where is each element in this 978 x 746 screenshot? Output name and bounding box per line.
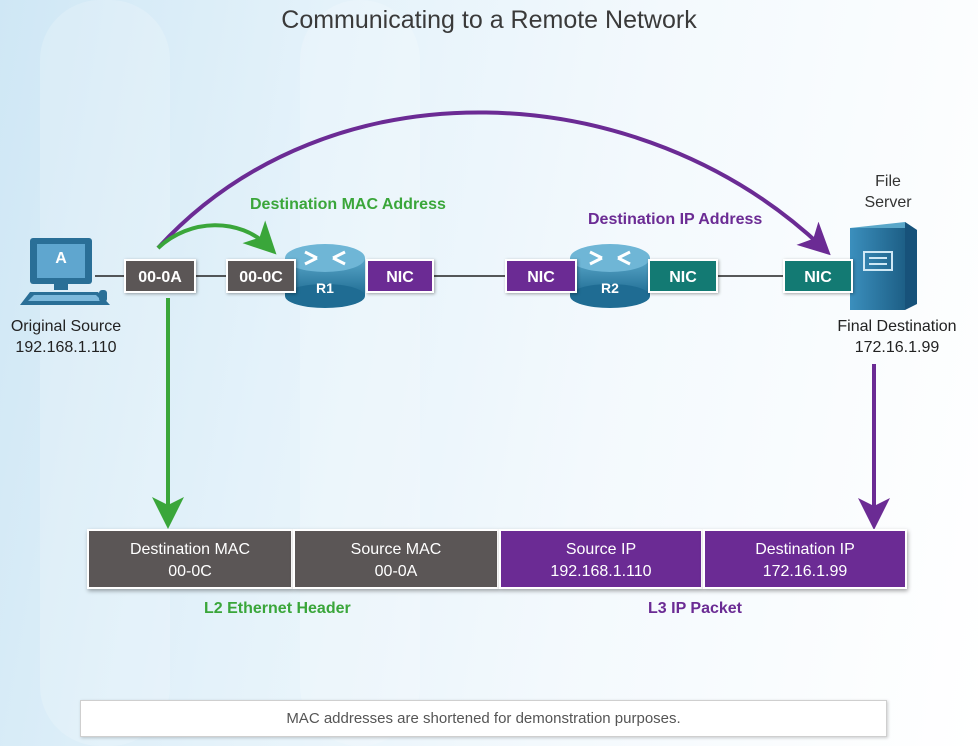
- file-server-label-line2: Server: [864, 194, 912, 211]
- frame-dest-mac-cell: Destination MAC 00-0C: [87, 529, 293, 589]
- frame-dest-mac-label: Destination MAC: [129, 541, 251, 558]
- destination-ip-arc: [156, 110, 831, 256]
- l2-header-label: L2 Ethernet Header: [204, 600, 351, 617]
- file-server-icon: [850, 222, 917, 310]
- footnote: MAC addresses are shortened for demonstr…: [80, 700, 887, 737]
- pc-icon: [20, 238, 110, 305]
- destination-label: Final Destination 172.16.1.99: [822, 316, 972, 358]
- destination-ip-label: Destination IP Address: [588, 211, 763, 228]
- source-name: Original Source: [10, 318, 122, 335]
- destination-name: Final Destination: [837, 318, 957, 335]
- frame-dest-mac-value: 00-0C: [168, 563, 212, 580]
- pc-mac-box: 00-0A: [124, 259, 196, 293]
- router-r2-icon: [570, 244, 650, 308]
- frame-src-mac-label: Source MAC: [350, 541, 442, 558]
- frame-dest-ip-cell: Destination IP 172.16.1.99: [703, 529, 907, 589]
- source-ip: 192.168.1.110: [15, 339, 117, 356]
- router-r2-label: R2: [601, 280, 619, 296]
- r1-in-mac-box: 00-0C: [226, 259, 296, 293]
- file-server-label-line1: File: [875, 173, 901, 190]
- frame-src-mac-cell: Source MAC 00-0A: [293, 529, 499, 589]
- r2-out-nic-box: NIC: [648, 259, 718, 293]
- source-label: Original Source 192.168.1.110: [0, 316, 132, 358]
- r2-in-nic-box: NIC: [505, 259, 577, 293]
- frame-src-ip-label: Source IP: [565, 541, 637, 558]
- server-nic-box: NIC: [783, 259, 853, 293]
- frame-dest-ip-label: Destination IP: [755, 541, 855, 558]
- l3-packet-label: L3 IP Packet: [648, 600, 742, 617]
- frame-dest-ip-value: 172.16.1.99: [762, 563, 848, 580]
- r1-out-nic-box: NIC: [366, 259, 434, 293]
- background-stripe: [40, 0, 170, 746]
- router-r1-label: R1: [316, 280, 334, 296]
- frame-src-ip-value: 192.168.1.110: [550, 563, 652, 580]
- file-server-label: File Server: [848, 171, 928, 213]
- destination-ip: 172.16.1.99: [854, 339, 940, 356]
- pc-label: A: [55, 250, 67, 267]
- page-title: Communicating to a Remote Network: [281, 6, 697, 34]
- router-r1-icon: [285, 244, 365, 308]
- frame-src-mac-value: 00-0A: [374, 563, 418, 580]
- frame-src-ip-cell: Source IP 192.168.1.110: [499, 529, 703, 589]
- destination-mac-label: Destination MAC Address: [250, 196, 446, 213]
- destination-mac-arc: [156, 220, 277, 255]
- background-stripe: [300, 0, 420, 746]
